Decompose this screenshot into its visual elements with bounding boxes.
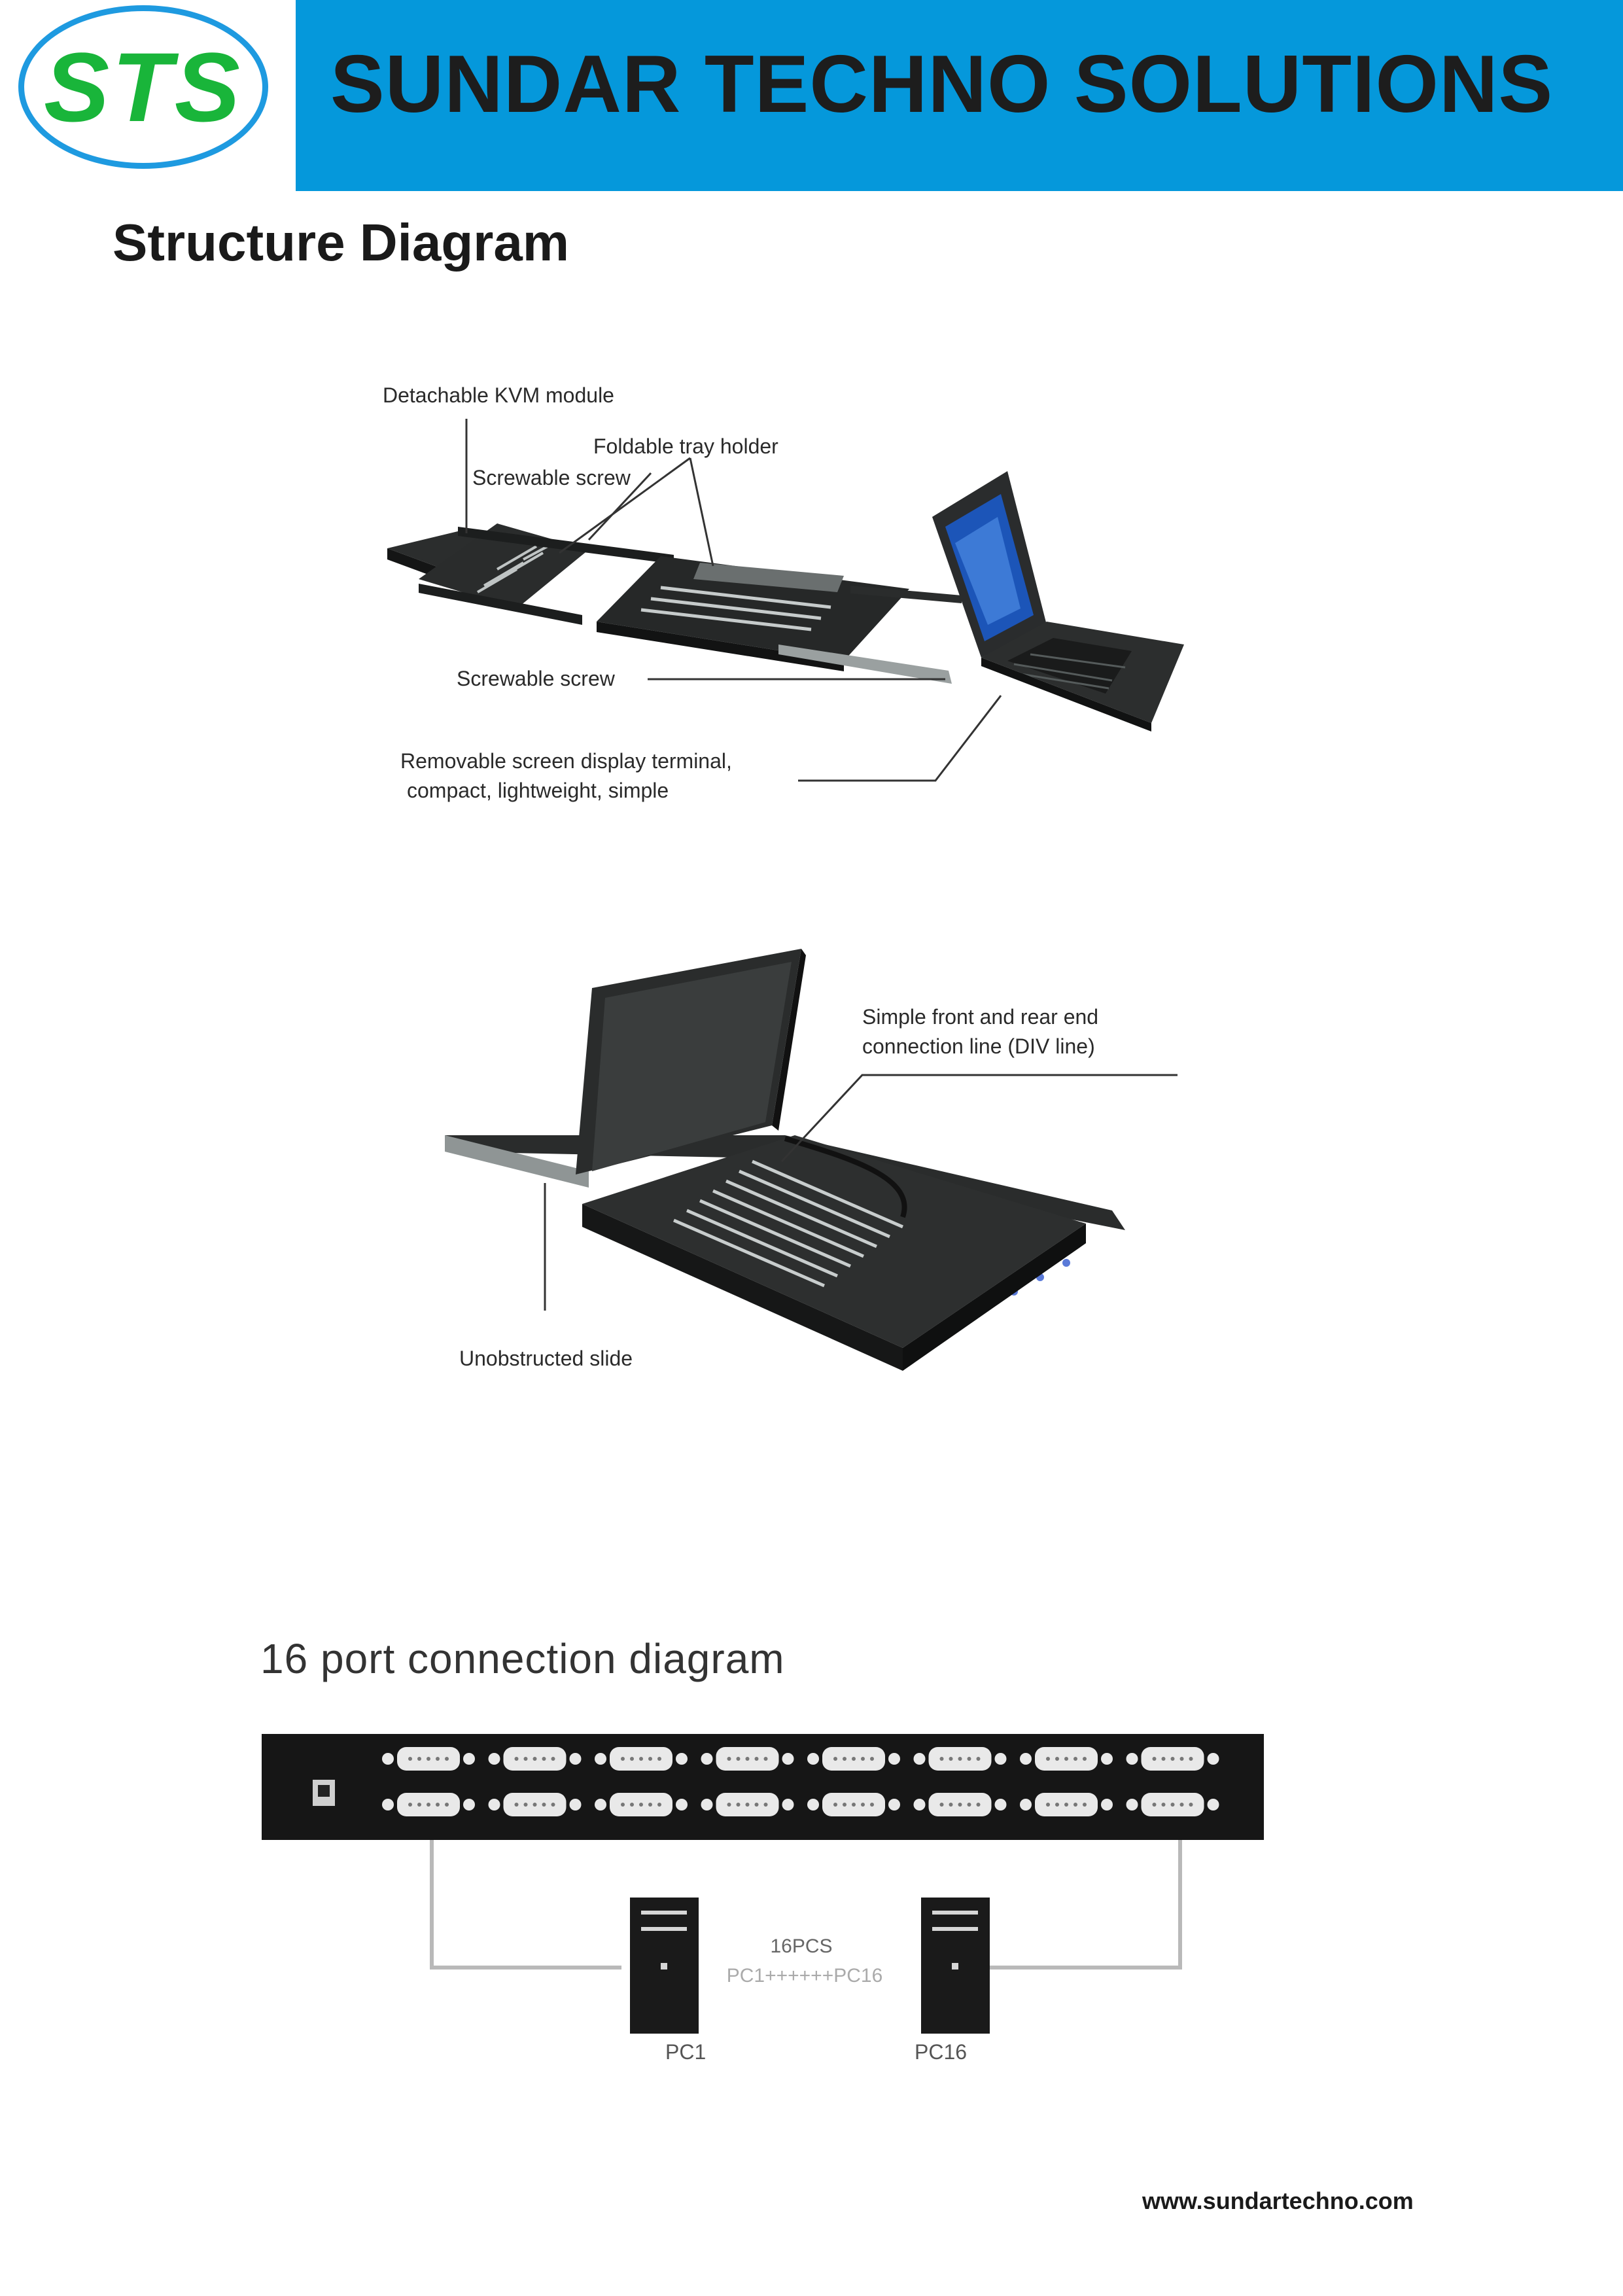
vga-port (595, 1793, 688, 1816)
vga-port (1020, 1793, 1113, 1816)
pc1-tower (630, 1898, 699, 2034)
vga-port (807, 1747, 900, 1771)
company-name: SUNDAR TECHNO SOLUTIONS (330, 39, 1554, 130)
vga-port (913, 1747, 1007, 1771)
label-connection-line2: connection line (DIV line) (862, 1034, 1095, 1058)
vga-port (1020, 1747, 1113, 1771)
footer-website: www.sundartechno.com (1142, 2187, 1414, 2214)
pc16-tower (921, 1898, 990, 2034)
vga-port (701, 1793, 794, 1816)
label-16pcs: 16PCS (770, 1935, 833, 1957)
figure2-leader-lines (544, 1074, 1178, 1311)
connection-diagram-title: 16 port connection diagram (260, 1635, 785, 1682)
label-kvm-module: Detachable KVM module (383, 383, 614, 407)
vga-port (807, 1793, 900, 1816)
figure1-illustration (387, 471, 1184, 732)
vga-port (382, 1747, 475, 1771)
label-pc1: PC1 (665, 2040, 707, 2064)
connection-lines (430, 1840, 1182, 1969)
vga-port (488, 1793, 582, 1816)
vga-port (382, 1793, 475, 1816)
label-screw-top: Screwable screw (472, 466, 631, 489)
drawer-tray (582, 1135, 1086, 1348)
label-screen-line2: compact, lightweight, simple (407, 779, 669, 802)
label-screen-line1: Removable screen display terminal, (400, 749, 732, 773)
vga-port (595, 1747, 688, 1771)
header-banner (296, 0, 1623, 191)
label-tray-holder: Foldable tray holder (593, 434, 778, 458)
vga-port (1126, 1747, 1219, 1771)
vga-port (913, 1793, 1007, 1816)
vga-port (1126, 1793, 1219, 1816)
label-pc16: PC16 (915, 2040, 968, 2064)
vga-port (701, 1747, 794, 1771)
label-screw-bottom: Screwable screw (457, 667, 615, 690)
figure2-illustration (445, 949, 1125, 1371)
label-connection-line1: Simple front and rear end (862, 1005, 1099, 1029)
label-slide: Unobstructed slide (459, 1347, 633, 1370)
section-title: Structure Diagram (113, 213, 569, 272)
vga-port (488, 1747, 582, 1771)
logo-text: STS (44, 32, 243, 142)
label-pc-range: PC1++++++PC16 (726, 1965, 883, 1987)
company-logo: STS (18, 5, 268, 169)
figure1-leader-lines (465, 419, 1002, 782)
